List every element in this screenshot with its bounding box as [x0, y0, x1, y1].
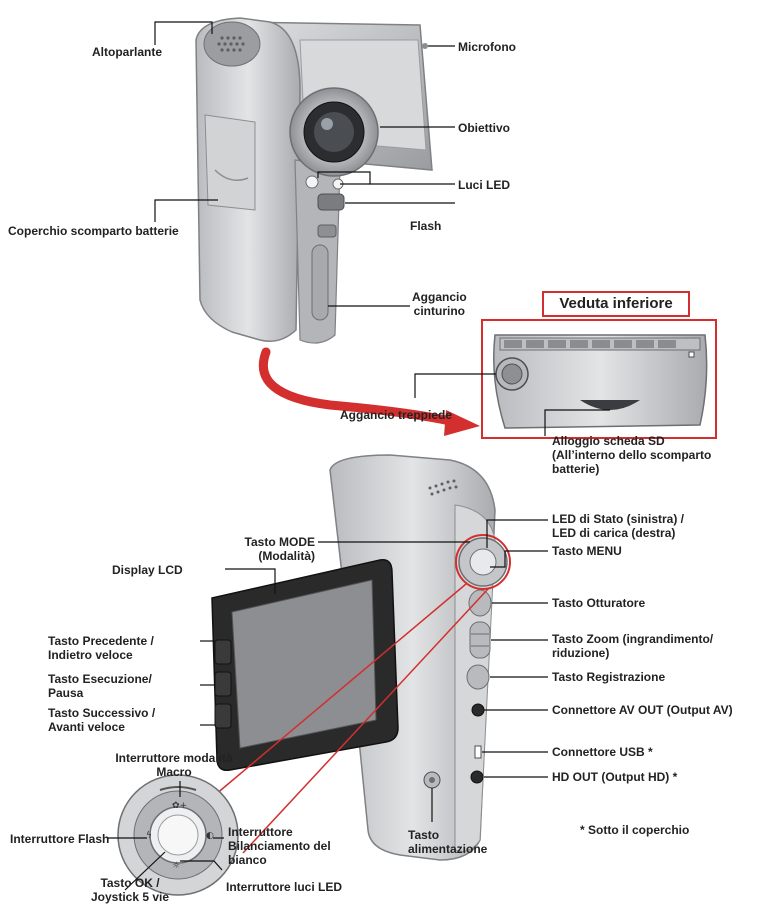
label-av-out: Connettore AV OUT (Output AV) — [552, 703, 733, 717]
label-macro-switch: Interruttore modalità Macro — [115, 751, 233, 779]
label-flash: Flash — [410, 219, 442, 233]
label-play-button: Tasto Esecuzione/ Pausa — [48, 672, 152, 700]
arrow-head-icon — [444, 410, 480, 436]
label-next-button: Tasto Successivo / Avanti veloce — [48, 706, 156, 734]
leader-lines — [108, 21, 610, 891]
transition-arrow — [258, 347, 460, 427]
label-battery-cover: Coperchio scomparto batterie — [8, 224, 179, 238]
label-power-button: Tasto alimentazione — [408, 828, 488, 856]
label-tripod-mount: Aggancio treppiede — [340, 408, 453, 422]
label-led-switch: Interruttore luci LED — [226, 880, 343, 894]
label-cover-note: * Sotto il coperchio — [580, 823, 690, 837]
label-flash-switch: Interruttore Flash — [10, 832, 110, 846]
joystick-detail: ✿+ ϟ ◐ ☼ — [117, 774, 239, 896]
bottom-view-title: Veduta inferiore — [542, 291, 690, 317]
svg-text:◐: ◐ — [206, 831, 214, 841]
label-prev-button: Tasto Precedente / Indietro veloce — [48, 634, 154, 662]
label-menu-button: Tasto MENU — [552, 544, 622, 558]
camera-bottom-illustration — [493, 334, 708, 429]
label-shutter-button: Tasto Otturatore — [552, 596, 646, 610]
label-led-lights: Luci LED — [458, 178, 511, 192]
label-lcd-display: Display LCD — [112, 563, 183, 577]
label-mode-button: Tasto MODE (Modalità) — [244, 535, 315, 563]
label-hd-out: HD OUT (Output HD) * — [552, 770, 678, 784]
label-strap-hook: Aggancio cinturino — [412, 290, 467, 318]
svg-text:ϟ: ϟ — [146, 831, 152, 841]
label-status-led: LED di Stato (sinistra) / LED di carica … — [552, 512, 685, 540]
label-zoom-button: Tasto Zoom (ingrandimento/ riduzione) — [552, 632, 714, 660]
zoom-line-lower — [242, 588, 489, 854]
svg-text:☼: ☼ — [172, 861, 180, 871]
label-sd-slot: Alloggio scheda SD (All’interno dello sc… — [552, 434, 712, 476]
camera-back-illustration — [211, 454, 508, 861]
zoom-source-circle — [455, 534, 511, 590]
label-ok-joystick: Tasto OK / Joystick 5 vie — [90, 876, 170, 904]
camera-front-illustration — [195, 17, 433, 344]
label-usb-connector: Connettore USB * — [552, 745, 653, 759]
svg-text:✿+: ✿+ — [172, 801, 187, 811]
zoom-line-upper — [214, 583, 467, 796]
label-record-button: Tasto Registrazione — [552, 670, 666, 684]
label-speaker: Altoparlante — [92, 45, 163, 59]
label-lens: Obiettivo — [458, 121, 511, 135]
label-white-balance-switch: Interruttore Bilanciamento del bianco — [228, 825, 331, 867]
label-microphone: Microfono — [458, 40, 516, 54]
